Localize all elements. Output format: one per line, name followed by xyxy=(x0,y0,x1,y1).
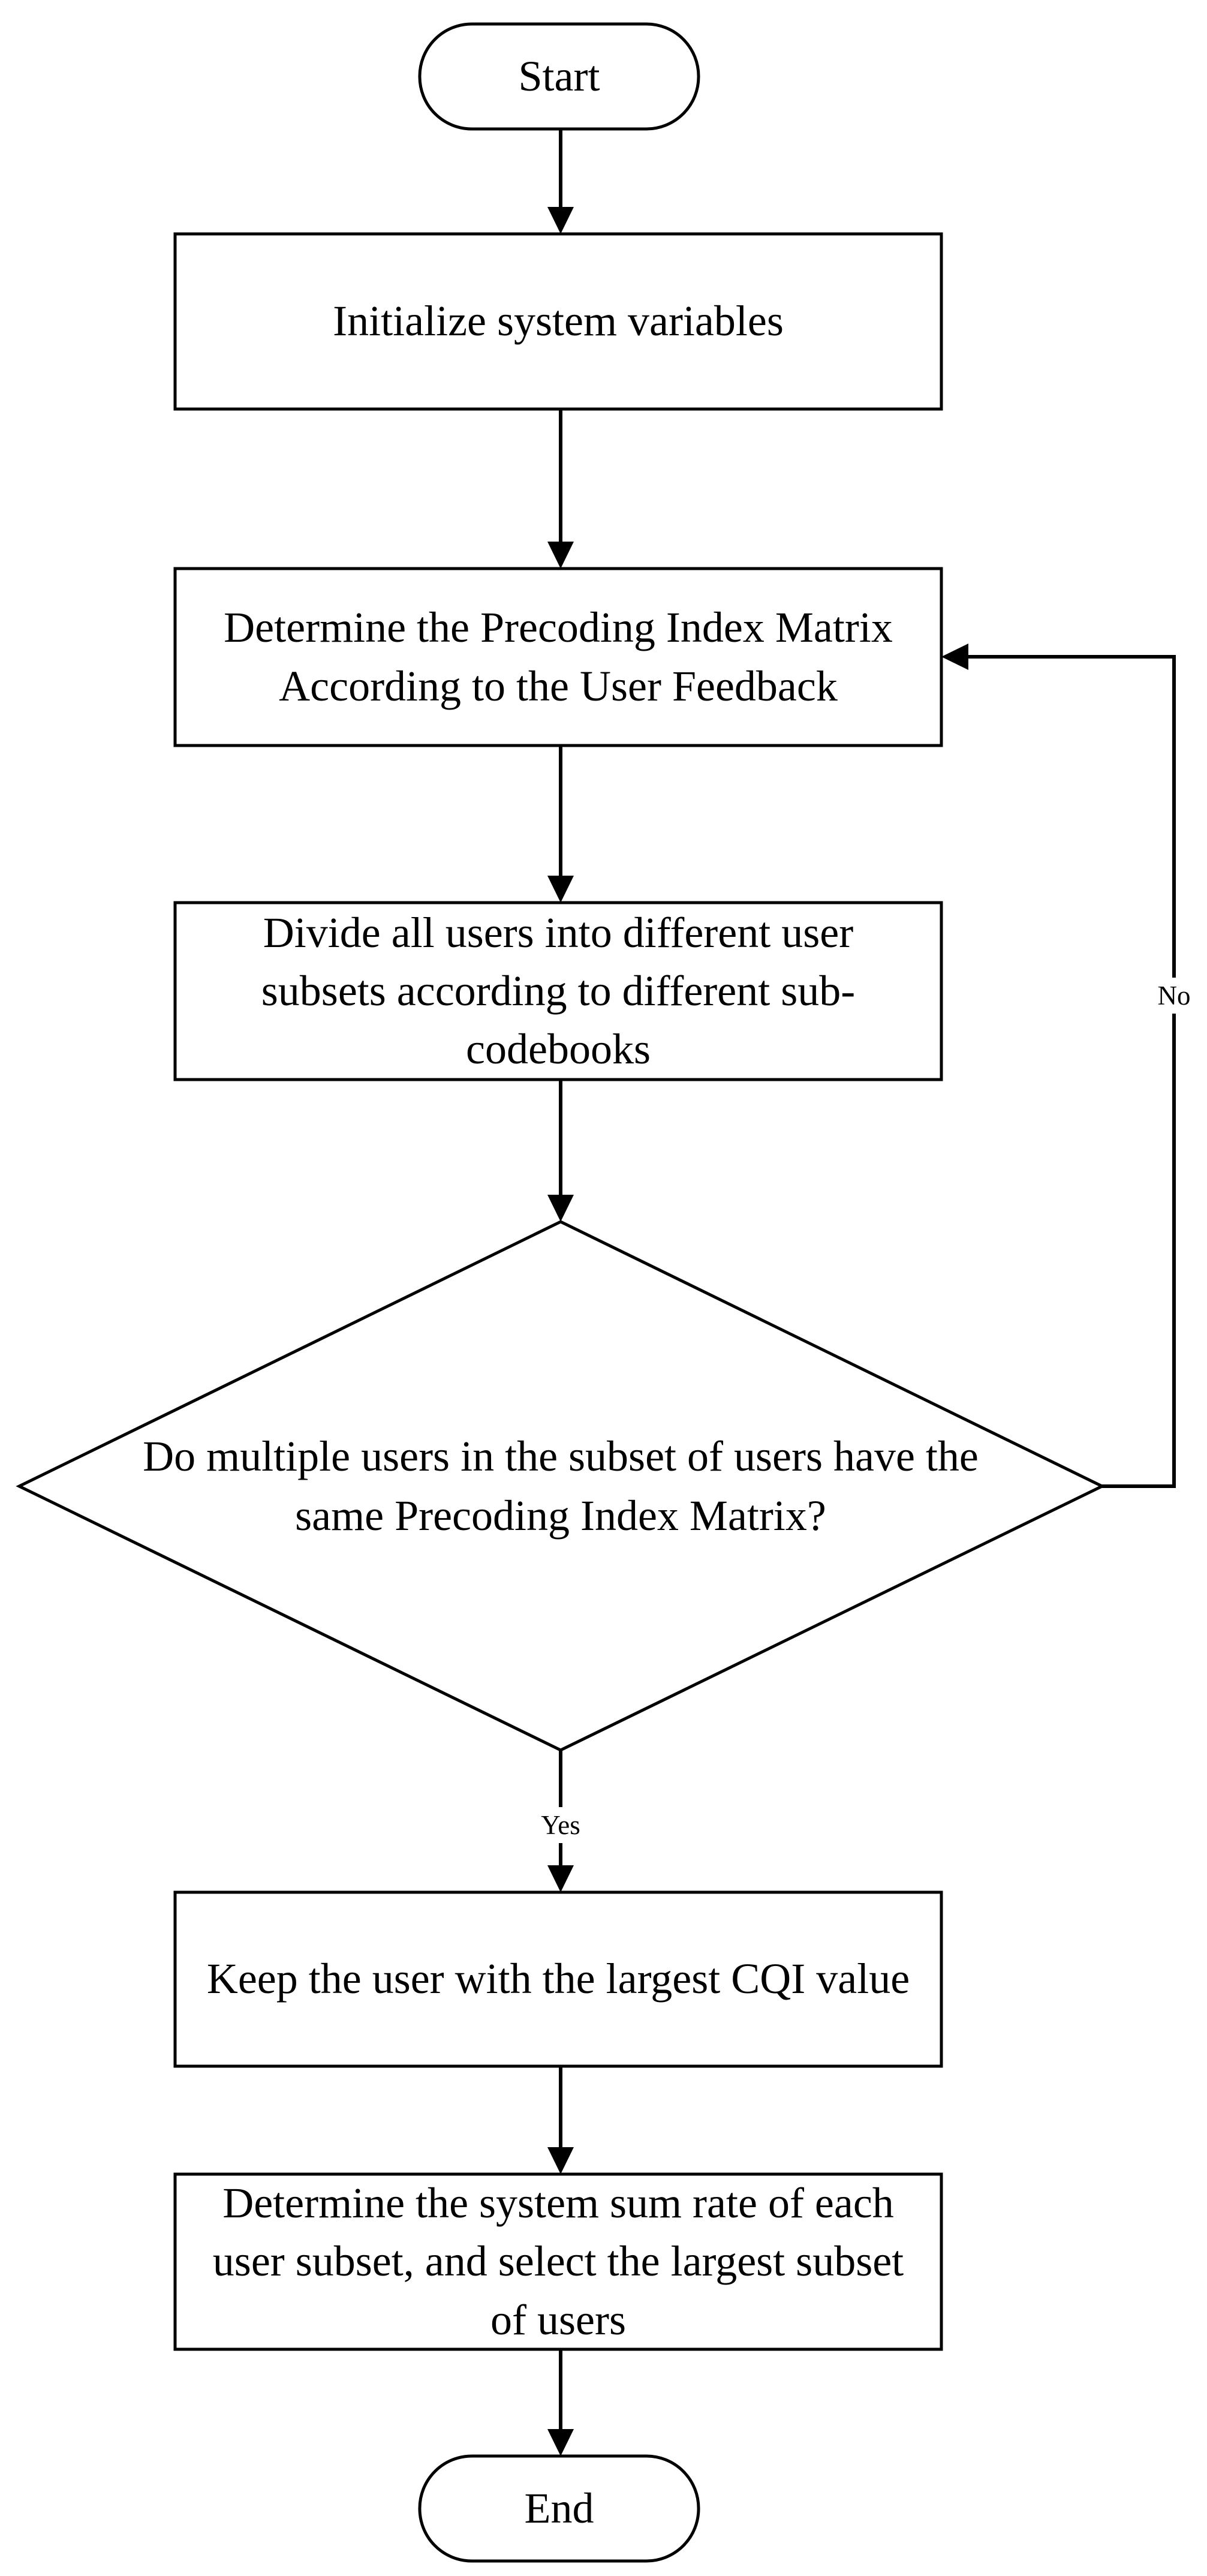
step-sum-rate-label: Determine the system sum rate of each us… xyxy=(212,2179,904,2344)
arrowhead-keep-user-to-sum-rate xyxy=(547,2147,574,2174)
step-keep-user-label: Keep the user with the largest CQI value xyxy=(206,1955,910,2003)
connector-no-loop xyxy=(968,655,1176,1488)
step-divide-box xyxy=(173,901,943,1081)
step-divide: Divide all users into different user sub… xyxy=(198,903,919,1080)
end-terminal xyxy=(418,2454,700,2563)
arrowhead-decision-to-keep-user xyxy=(547,1865,574,1892)
decision-label: Do multiple users in the subset of users… xyxy=(143,1432,979,1540)
start-terminal-label-wrap: Start xyxy=(420,24,699,129)
arrowhead-divide-to-decision xyxy=(547,1195,574,1222)
yes-edge-label: Yes xyxy=(537,1807,584,1843)
start-label: Start xyxy=(518,52,600,100)
no-edge-label: No xyxy=(1154,978,1194,1014)
step-sum-rate-box xyxy=(173,2172,943,2351)
end-label: End xyxy=(524,2484,594,2532)
arrowhead-no-loop xyxy=(941,644,968,670)
step-keep-user-box xyxy=(173,1890,943,2068)
step-precoding-box xyxy=(173,567,943,747)
step-keep-user: Keep the user with the largest CQI value xyxy=(198,1892,919,2066)
step-divide-label: Divide all users into different user sub… xyxy=(261,908,856,1074)
step-initialize-box xyxy=(173,232,943,411)
arrowhead-sum-rate-to-end xyxy=(547,2429,574,2456)
step-initialize: Initialize system variables xyxy=(186,234,931,409)
arrowhead-precoding-to-divide xyxy=(547,876,574,903)
step-precoding-label: Determine the Precoding Index Matrix Acc… xyxy=(224,603,893,710)
step-precoding: Determine the Precoding Index Matrix Acc… xyxy=(198,569,919,746)
arrowhead-initialize-to-precoding xyxy=(547,542,574,569)
step-initialize-label: Initialize system variables xyxy=(333,297,784,345)
arrowhead-start-to-initialize xyxy=(547,207,574,234)
end-terminal-label-wrap: End xyxy=(420,2456,699,2561)
decision: Do multiple users in the subset of users… xyxy=(138,1390,983,1582)
step-sum-rate: Determine the system sum rate of each us… xyxy=(198,2174,919,2349)
